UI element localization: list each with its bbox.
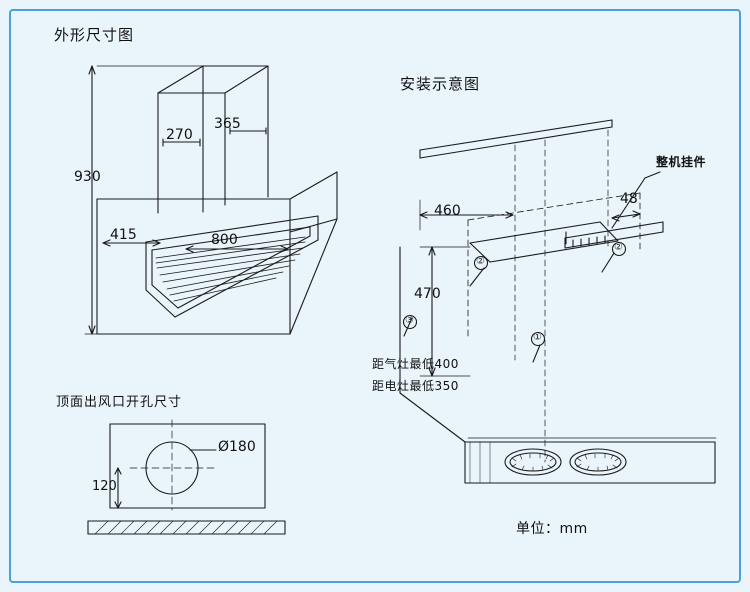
- dim-460-label: 460: [434, 203, 461, 219]
- dim-460: [419, 199, 514, 231]
- marker-3-circle: [402, 314, 418, 330]
- hanger-callout-label: 整机挂件: [656, 155, 707, 169]
- dim-800: [185, 245, 289, 253]
- hanger-leader: [611, 171, 661, 229]
- hob-surface-hatch: [469, 441, 491, 484]
- note-electric-label: 距电灶最低350: [372, 379, 459, 393]
- hood-placement-outline: [467, 192, 641, 341]
- top-outlet-drawing: [87, 419, 286, 535]
- unit-note-label: 单位：mm: [516, 521, 588, 537]
- hob-burner-ticks: [511, 453, 620, 472]
- wall-rail: [419, 119, 613, 159]
- dim-800-label: 800: [211, 232, 238, 248]
- marker-leaders: [403, 252, 615, 363]
- marker-1-circle: [530, 331, 546, 347]
- note-gas-label: 距气灶最低400: [372, 357, 459, 371]
- dim-48-label: 48: [620, 191, 638, 207]
- dim-365-label: 365: [214, 116, 241, 132]
- dim-48: [611, 210, 641, 222]
- top-outlet-section-title: 顶面出风口开孔尺寸: [56, 395, 183, 410]
- hanger-bracket: [564, 221, 664, 249]
- chimney-dim-lines: [162, 127, 267, 147]
- outline-section-title: 外形尺寸图: [54, 26, 135, 44]
- filter-panel: [145, 215, 319, 318]
- dim-415: [102, 239, 161, 247]
- dim-930-label: 930: [74, 169, 101, 185]
- marker-2-label: ②: [476, 256, 485, 267]
- wall-reference-lines: [514, 129, 609, 441]
- filter-mesh: [155, 236, 306, 302]
- dim-270-label: 270: [166, 127, 193, 143]
- dim-120-label: 120: [92, 479, 117, 494]
- dim-diameter-label: Ø180: [218, 439, 256, 455]
- marker-2b-circle: [611, 241, 627, 257]
- top-outlet-plate-hatch: [94, 520, 278, 535]
- install-section-title: 安装示意图: [400, 75, 481, 93]
- hood-body-outline: [96, 171, 338, 335]
- hood-install-body: [469, 221, 619, 263]
- dim-470-label: 470: [414, 286, 441, 302]
- marker-1-label: ①: [533, 332, 542, 343]
- marker-2b-label: ②: [614, 242, 623, 253]
- hob-burners: [504, 448, 627, 476]
- hob-surface: [399, 392, 717, 484]
- chimney-outline: [157, 65, 269, 214]
- marker-2-circle: [473, 255, 489, 271]
- dim-930: [84, 65, 204, 335]
- dim-470: [419, 246, 471, 377]
- dim-415-label: 415: [110, 227, 137, 243]
- marker-3-label: ③: [405, 315, 414, 326]
